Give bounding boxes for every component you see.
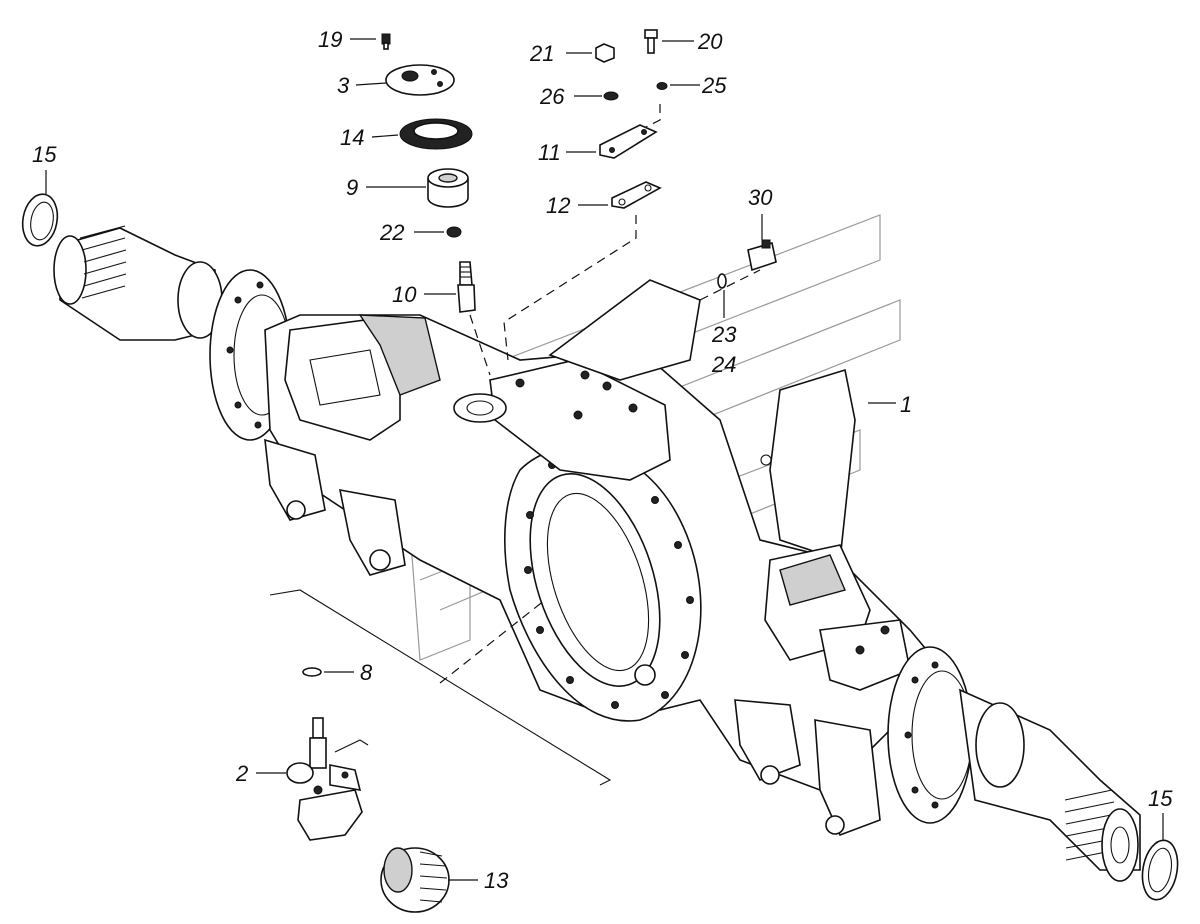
callout-22: 22 <box>379 220 404 245</box>
part-30-breather <box>747 239 777 272</box>
callout-20: 20 <box>697 29 723 54</box>
part-11-plate <box>599 124 658 159</box>
part-8-oring <box>302 667 322 677</box>
part-9-bushing <box>427 168 469 208</box>
part-15-left-ring <box>21 193 59 247</box>
callout-14: 14 <box>340 125 364 150</box>
callout-3: 3 <box>337 73 350 98</box>
callout-25: 25 <box>701 73 727 98</box>
callout-23: 23 <box>711 322 737 347</box>
part-15-right-ring <box>1141 839 1179 901</box>
callout-9: 9 <box>346 175 358 200</box>
part-26-washer <box>603 91 619 101</box>
callout-15-left: 15 <box>32 142 57 167</box>
part-10-stud <box>457 261 476 313</box>
callout-13: 13 <box>484 868 509 893</box>
callout-15-right: 15 <box>1148 786 1173 811</box>
callout-2: 2 <box>235 761 248 786</box>
callout-labels: 19 3 14 9 22 10 15 21 20 26 25 11 12 30 … <box>32 27 1173 893</box>
callout-1: 1 <box>900 392 912 417</box>
callout-19: 19 <box>318 27 342 52</box>
part-20-bolt <box>644 29 658 54</box>
part-12-gasket <box>611 181 662 209</box>
part-21-nut <box>595 43 615 63</box>
part-13-coupling <box>380 847 450 913</box>
callout-21: 21 <box>529 41 554 66</box>
part-22-nut <box>446 226 462 238</box>
part-19-screw <box>381 33 391 50</box>
part-14-gasket <box>399 118 473 150</box>
callout-8: 8 <box>360 660 373 685</box>
part-3-cover <box>385 64 455 96</box>
callout-12: 12 <box>546 193 570 218</box>
part-25-washer <box>656 82 668 90</box>
callout-26: 26 <box>539 84 565 109</box>
callout-10: 10 <box>392 282 417 307</box>
part-2-actuator <box>286 717 369 841</box>
leader-lines <box>45 38 1164 881</box>
callout-30: 30 <box>748 185 773 210</box>
callout-24: 24 <box>711 352 736 377</box>
assembly-lines <box>269 104 761 786</box>
part-23-oring <box>717 273 727 289</box>
axle-housing <box>53 225 1141 882</box>
callout-11: 11 <box>538 140 561 165</box>
